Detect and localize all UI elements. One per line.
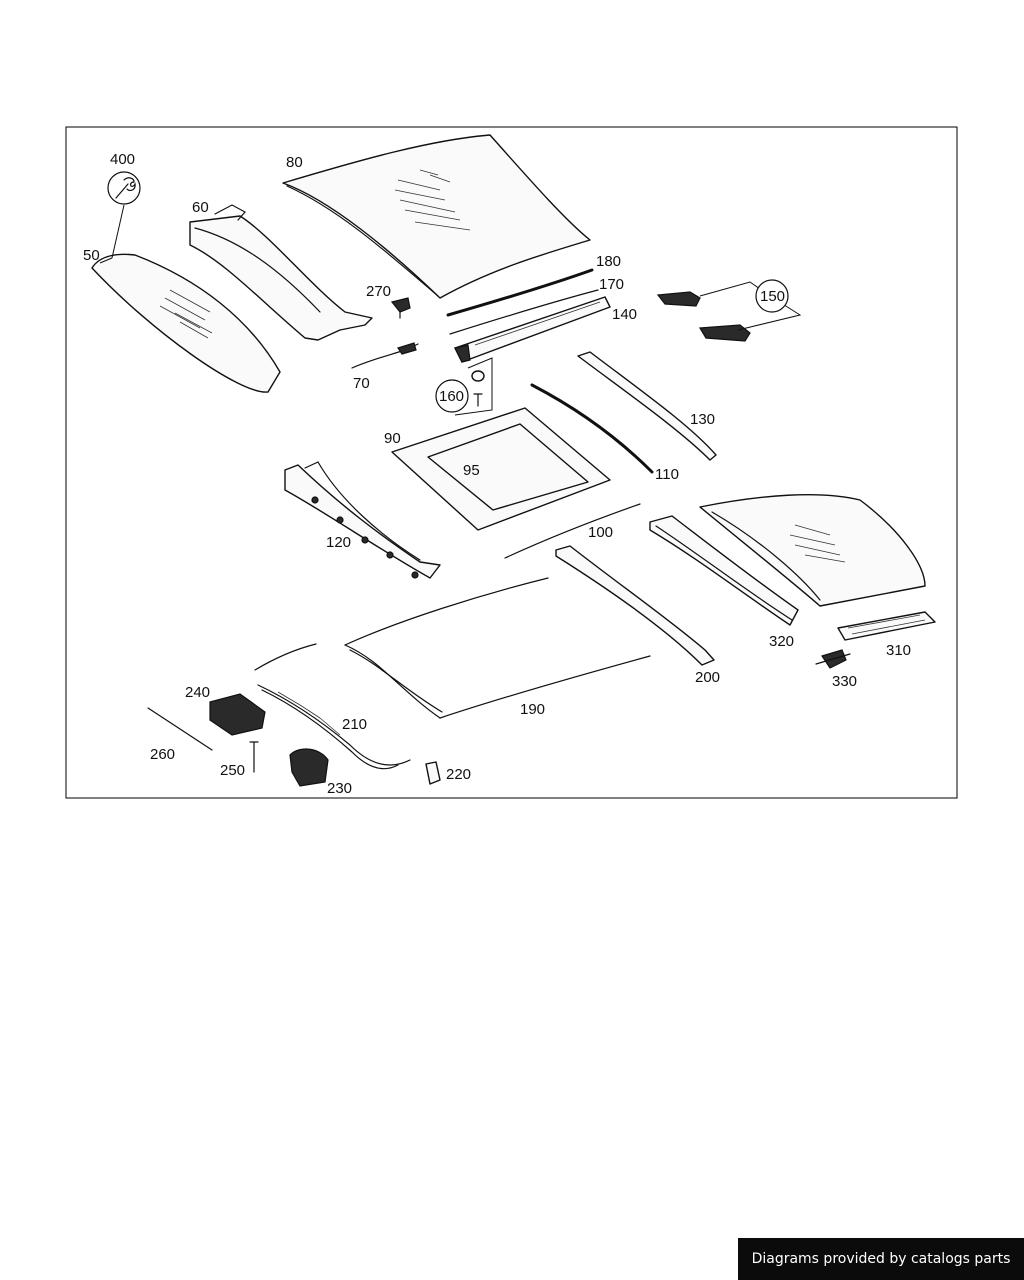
part-100-strip[interactable] bbox=[504, 503, 641, 559]
callout-180: 180 bbox=[596, 253, 621, 270]
part-110-seal-strip[interactable] bbox=[530, 383, 654, 474]
callout-250: 250 bbox=[220, 762, 245, 779]
leader-160 bbox=[454, 357, 493, 416]
callout-ring-160 bbox=[435, 379, 469, 413]
callout-80: 80 bbox=[286, 154, 303, 171]
part-190-seal[interactable] bbox=[344, 577, 651, 719]
part-140-wind-deflector[interactable] bbox=[454, 296, 611, 363]
callout-labels: 400 80 60 50 270 180 170 150 140 70 160 … bbox=[83, 151, 911, 797]
part-rear-glass-panel[interactable] bbox=[699, 493, 926, 607]
part-260-rod[interactable] bbox=[147, 707, 213, 751]
part-230-drive-motor[interactable] bbox=[289, 748, 329, 787]
callout-110: 110 bbox=[655, 466, 679, 483]
callout-230: 230 bbox=[327, 780, 352, 797]
part-320-rail[interactable] bbox=[649, 515, 799, 626]
callout-270: 270 bbox=[366, 283, 391, 300]
callout-95: 95 bbox=[463, 462, 480, 479]
footer-credit-badge: Diagrams provided by catalogs parts bbox=[738, 1238, 1024, 1280]
callout-70: 70 bbox=[353, 375, 370, 392]
part-400-wrench-symbol bbox=[107, 171, 141, 205]
callout-50: 50 bbox=[83, 247, 100, 264]
part-240-control-unit[interactable] bbox=[209, 693, 266, 736]
callout-170: 170 bbox=[599, 276, 624, 293]
part-170-strip[interactable] bbox=[449, 289, 599, 335]
part-60-front-panel[interactable] bbox=[189, 204, 373, 341]
part-250-bolt[interactable] bbox=[249, 741, 259, 773]
callout-240: 240 bbox=[185, 684, 210, 701]
part-330-mechanism[interactable] bbox=[815, 649, 851, 669]
part-310-bracket[interactable] bbox=[837, 611, 936, 641]
callout-220: 220 bbox=[446, 766, 471, 783]
callout-ring-150 bbox=[755, 279, 789, 313]
part-120-side-panel[interactable] bbox=[284, 461, 441, 579]
callout-210: 210 bbox=[342, 716, 367, 733]
callout-90: 90 bbox=[384, 430, 401, 447]
part-210-harness[interactable] bbox=[254, 643, 411, 770]
callout-140: 140 bbox=[612, 306, 637, 323]
callout-320: 320 bbox=[769, 633, 794, 650]
wrench-icon bbox=[115, 177, 136, 199]
part-150-guide-bracket-upper[interactable] bbox=[656, 291, 701, 307]
part-220-clamp[interactable] bbox=[425, 761, 441, 785]
part-50-rear-glass[interactable] bbox=[91, 253, 281, 393]
part-160-cap[interactable] bbox=[471, 370, 485, 382]
callout-190: 190 bbox=[520, 701, 545, 718]
part-150-guide-bracket-lower[interactable] bbox=[698, 324, 751, 342]
leader-lines bbox=[99, 204, 125, 264]
part-160-screw[interactable] bbox=[473, 393, 483, 407]
part-180-strip[interactable] bbox=[446, 268, 594, 317]
callout-130: 130 bbox=[690, 411, 715, 428]
part-70-cable[interactable] bbox=[351, 342, 419, 369]
callout-120: 120 bbox=[326, 534, 351, 551]
callout-100: 100 bbox=[588, 524, 613, 541]
part-270-clip[interactable] bbox=[390, 297, 411, 319]
callout-160: 160 bbox=[439, 388, 464, 405]
callout-400: 400 bbox=[110, 151, 135, 168]
callout-260: 260 bbox=[150, 746, 175, 763]
diagram-frame bbox=[65, 126, 958, 799]
callout-60: 60 bbox=[192, 199, 209, 216]
callout-310: 310 bbox=[886, 642, 911, 659]
part-80-glass-roof[interactable] bbox=[282, 134, 591, 299]
footer-credit-text: Diagrams provided by catalogs parts bbox=[751, 1251, 1011, 1267]
part-130-side-rail[interactable] bbox=[577, 351, 717, 461]
callout-330: 330 bbox=[832, 673, 857, 690]
callout-200: 200 bbox=[695, 669, 720, 686]
callout-150: 150 bbox=[760, 288, 785, 305]
part-95-inner-seal[interactable] bbox=[427, 423, 589, 511]
part-200-cable-guide[interactable] bbox=[555, 545, 715, 666]
